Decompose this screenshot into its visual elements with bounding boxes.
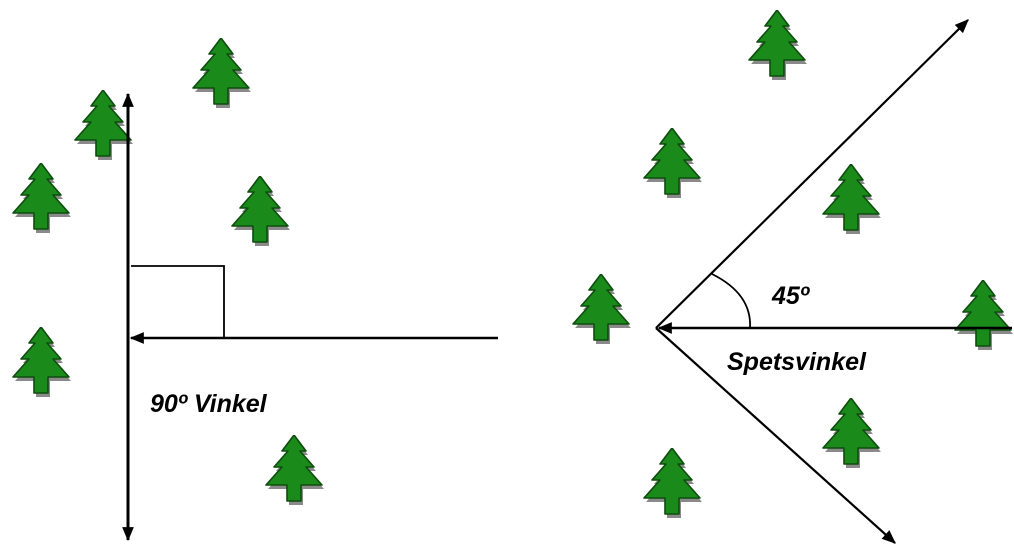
pine-tree-icon xyxy=(822,398,882,468)
acute-angle-degree-label: 45º xyxy=(771,282,811,310)
pine-tree-icon xyxy=(265,435,325,505)
acute-angle-figure xyxy=(655,19,1012,544)
pine-tree-icon xyxy=(822,164,882,234)
pine-tree-icon xyxy=(74,90,134,160)
pine-tree-icon xyxy=(231,176,291,246)
pine-tree-icon xyxy=(748,10,808,80)
lower-ray-arrow xyxy=(655,327,896,544)
trees-right xyxy=(572,10,1014,518)
acute-angle-name-label: Spetsvinkel xyxy=(727,348,867,376)
right-angle-marker xyxy=(131,265,225,338)
upper-ray-arrow xyxy=(655,19,969,329)
trees-left xyxy=(12,38,325,505)
right-angle-figure xyxy=(122,92,498,542)
pine-tree-icon xyxy=(572,274,632,344)
right-angle-label: 90º Vinkel xyxy=(150,390,268,418)
angle-arc xyxy=(711,273,751,329)
pine-tree-icon xyxy=(643,128,703,198)
pine-tree-icon xyxy=(12,163,72,233)
pine-tree-icon xyxy=(12,327,72,397)
pine-tree-icon xyxy=(192,38,252,108)
pine-tree-icon xyxy=(643,448,703,518)
pine-tree-icon xyxy=(954,280,1014,350)
